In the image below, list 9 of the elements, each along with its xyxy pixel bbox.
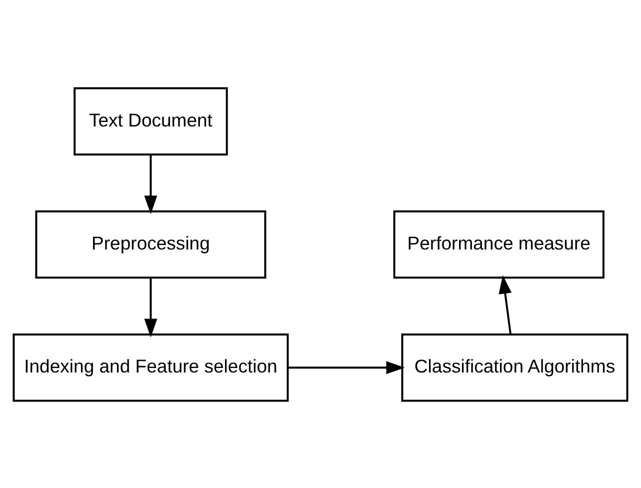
arrow xyxy=(144,154,158,214)
arrow xyxy=(288,360,405,374)
node-box: Preprocessing xyxy=(35,210,266,278)
node-box: Performance measure xyxy=(393,210,604,278)
node-box: Text Document xyxy=(74,86,228,155)
arrow xyxy=(144,278,158,337)
arrow xyxy=(498,274,512,334)
node-box: Indexing and Feature selection xyxy=(12,333,289,402)
node-box: Classification Algorithms xyxy=(401,333,628,402)
